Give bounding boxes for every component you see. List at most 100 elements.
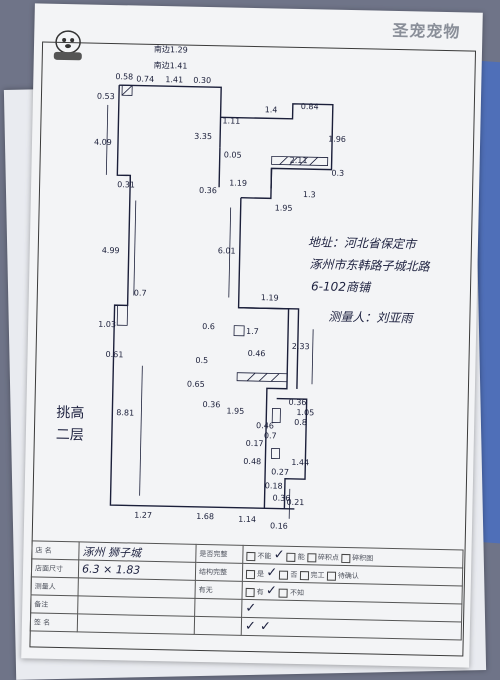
checkbox[interactable] bbox=[279, 570, 288, 579]
dim-label: 8.81 bbox=[116, 408, 134, 417]
form-label: 备注 bbox=[31, 595, 78, 614]
form-label: 是否完整 bbox=[196, 544, 243, 563]
dim-label: 0.36 bbox=[273, 493, 291, 502]
option-label: 待确认 bbox=[338, 572, 359, 580]
dim-label: 1.68 bbox=[196, 512, 214, 521]
option-label: 碎积图 bbox=[352, 554, 373, 562]
form-label: 店面尺寸 bbox=[31, 559, 78, 578]
dim-label: 1.19 bbox=[229, 178, 247, 187]
measurer-note: 测量人：刘亚雨 bbox=[328, 308, 412, 327]
dim-label: 4.09 bbox=[94, 138, 112, 147]
checkbox[interactable] bbox=[327, 571, 336, 580]
dim-label: 0.53 bbox=[97, 92, 115, 101]
checkbox[interactable] bbox=[287, 552, 296, 561]
option-label: 完工 bbox=[311, 571, 325, 579]
dim-label: 0.74 bbox=[136, 75, 154, 84]
check-mark-icon: ✓ bbox=[245, 601, 256, 616]
dim-label: 4.99 bbox=[102, 246, 120, 255]
dim-label: 0.65 bbox=[187, 380, 205, 389]
option-label: 不知 bbox=[290, 589, 304, 597]
checkbox[interactable] bbox=[246, 551, 255, 560]
dim-label: 1.14 bbox=[238, 515, 256, 524]
dim-label: 3.35 bbox=[194, 132, 212, 141]
option-label: 是 bbox=[257, 570, 264, 578]
footer-form: 店 名 涿州 狮子城 是否完整 不能 ✓ 能 碎积点 碎积图 店面尺寸 6.3 … bbox=[30, 540, 464, 640]
option-label: 有 bbox=[257, 588, 264, 596]
checkbox[interactable] bbox=[279, 588, 288, 597]
dim-label: 0.18 bbox=[265, 481, 283, 490]
check-mark-icon: ✓ bbox=[266, 565, 277, 580]
dim-label: 0.46 bbox=[256, 421, 274, 430]
dim-label: 0.36 bbox=[199, 186, 217, 195]
address-line-2: 涿州市东韩路子城北路 bbox=[309, 255, 429, 275]
dim-label: 0.84 bbox=[301, 102, 319, 111]
dim-label: 0.3 bbox=[331, 169, 344, 178]
checkbox[interactable] bbox=[307, 553, 316, 562]
check-mark-icon: ✓ ✓ bbox=[245, 619, 271, 635]
form-options: ✓ ✓ bbox=[241, 617, 461, 640]
dim-label: 1.44 bbox=[291, 458, 309, 467]
option-label: 碎积点 bbox=[318, 553, 339, 561]
dim-label: 0.05 bbox=[224, 150, 242, 159]
dim-label: 1.95 bbox=[275, 203, 293, 212]
address-line-3: 6-102商铺 bbox=[311, 277, 370, 295]
store-name-text: 涿州 狮子城 bbox=[82, 545, 141, 559]
address-line-1: 地址：河北省保定市 bbox=[308, 233, 416, 252]
dim-label: 0.16 bbox=[270, 521, 288, 530]
dim-label: 1.4 bbox=[265, 105, 278, 114]
dim-label: 1.05 bbox=[296, 408, 314, 417]
dim-label: 0.17 bbox=[246, 439, 264, 448]
checkbox[interactable] bbox=[300, 571, 309, 580]
check-mark-icon: ✓ bbox=[273, 548, 284, 563]
form-label bbox=[194, 616, 241, 635]
form-label: 有无 bbox=[195, 580, 242, 599]
dim-label: 1.11 bbox=[222, 116, 240, 125]
dim-label: 6.01 bbox=[218, 246, 236, 255]
measurement-sheet: 圣宠宠物 bbox=[21, 3, 483, 667]
dim-label: 1.03 bbox=[98, 320, 116, 329]
form-label: 结构完整 bbox=[195, 562, 242, 581]
form-label: 店 名 bbox=[32, 541, 79, 560]
dim-label: 0.61 bbox=[105, 350, 123, 359]
checkbox[interactable] bbox=[341, 553, 350, 562]
dim-label: 0.7 bbox=[134, 289, 147, 298]
form-label: 测量人 bbox=[31, 577, 78, 596]
dim-label: 1.96 bbox=[328, 135, 346, 144]
form-label bbox=[195, 598, 242, 617]
dim-label: 0.27 bbox=[271, 467, 289, 476]
dim-label: 0.5 bbox=[195, 356, 208, 365]
option-label: 不能 bbox=[257, 552, 271, 560]
dim-label: 0.46 bbox=[248, 349, 266, 358]
dim-label: 0.30 bbox=[193, 76, 211, 85]
dim-label: 0.31 bbox=[117, 180, 135, 189]
dim-label: 0.36 bbox=[289, 398, 307, 407]
dim-label: 0.36 bbox=[202, 400, 220, 409]
dim-label: 2.11 bbox=[290, 156, 308, 165]
dim-label: 1.95 bbox=[226, 406, 244, 415]
dim-label: 0.6 bbox=[202, 322, 215, 331]
form-label: 签 名 bbox=[30, 613, 77, 632]
dim-label: 1.27 bbox=[134, 511, 152, 520]
form-empty-cell bbox=[78, 578, 195, 598]
dim-label: 1.19 bbox=[261, 293, 279, 302]
option-label: 否 bbox=[290, 571, 297, 579]
dim-label: 2.33 bbox=[292, 342, 310, 351]
dim-label: 0.48 bbox=[243, 457, 261, 466]
option-label: 能 bbox=[298, 553, 305, 561]
dim-label: 0.8 bbox=[294, 418, 307, 427]
dim-south-1: 南边1.29 bbox=[154, 44, 188, 55]
form-empty-cell bbox=[77, 614, 194, 634]
dim-label: 0.7 bbox=[264, 431, 277, 440]
check-mark-icon: ✓ bbox=[266, 583, 277, 598]
floor-note: 挑高二层 bbox=[56, 402, 87, 447]
dim-label: 1.7 bbox=[246, 327, 259, 336]
dim-south-2: 南边1.41 bbox=[154, 60, 188, 71]
dim-label: 1.3 bbox=[303, 190, 316, 199]
store-size-text: 6.3 × 1.83 bbox=[82, 562, 140, 576]
checkbox[interactable] bbox=[246, 587, 255, 596]
store-name-value: 涿州 狮子城 bbox=[79, 542, 196, 562]
floor-plan-sketch: 南边1.29 南边1.41 0.58 0.74 1.41 0.30 0.53 4… bbox=[24, 3, 483, 552]
checkbox[interactable] bbox=[246, 569, 255, 578]
dim-label: 1.41 bbox=[165, 75, 183, 84]
dim-label: 0.58 bbox=[115, 72, 133, 81]
